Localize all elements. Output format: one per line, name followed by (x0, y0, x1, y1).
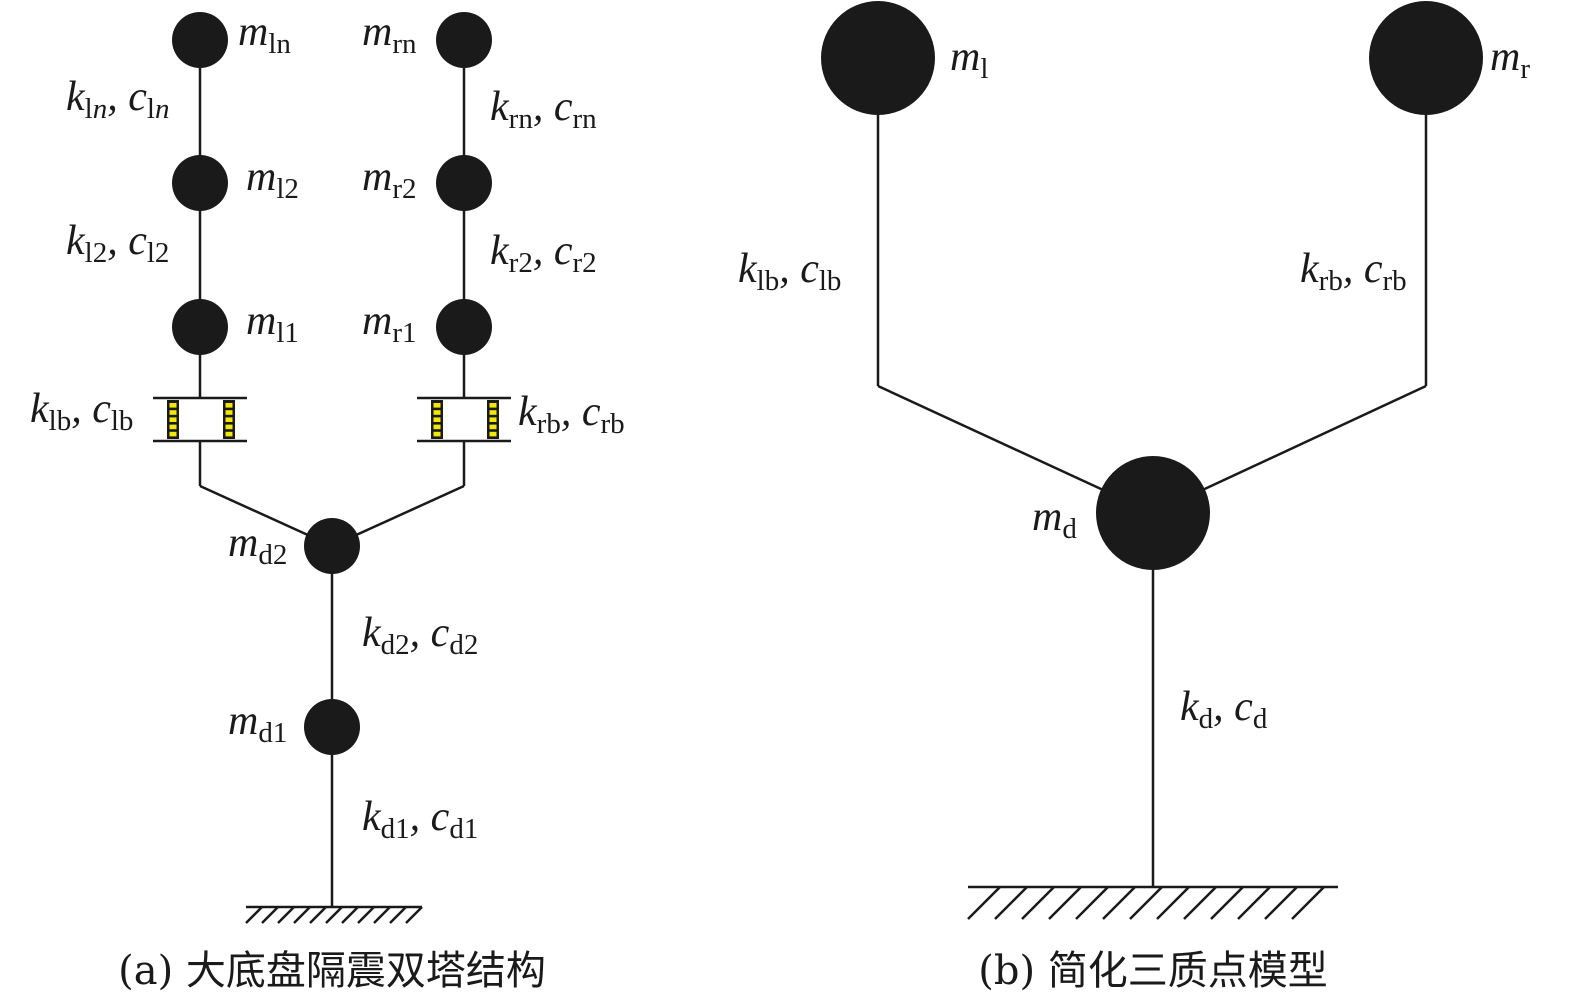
panel-b: ml mr md klb, clb krb, crb kd, cd (b) 简化… (738, 1, 1530, 994)
label-k-r2-c-r2: kr2, cr2 (490, 228, 597, 279)
label-k-ln-c-ln: kln, cln (66, 74, 169, 125)
label-m-r2: mr2 (362, 154, 417, 205)
label-k-rn-c-rn: krn, crn (490, 84, 597, 135)
mass-d2 (304, 518, 360, 574)
panel-a: mln ml2 ml1 mrn mr2 mr1 md2 md1 kln, cln… (30, 9, 625, 994)
label-k-lb-c-lb-b: klb, clb (738, 246, 841, 297)
mass-l (821, 1, 935, 115)
caption-a: (a) 大底盘隔震双塔结构 (118, 948, 546, 994)
mass-ln (172, 12, 228, 68)
label-k-d2-c-d2: kd2, cd2 (362, 610, 478, 661)
right-isolation-bearing (417, 396, 511, 443)
label-m-rn: mrn (362, 9, 417, 60)
mass-r2 (436, 155, 492, 211)
left-isolation-bearing (153, 396, 247, 443)
label-k-l2-c-l2: kl2, cl2 (66, 218, 169, 269)
ground-support-a (245, 905, 423, 924)
mass-rn (436, 12, 492, 68)
mass-r1 (436, 299, 492, 355)
label-m-l: ml (950, 34, 988, 85)
label-m-ln: mln (238, 9, 291, 60)
caption-b: (b) 简化三质点模型 (978, 948, 1328, 994)
mass-l1 (172, 299, 228, 355)
label-k-d1-c-d1: kd1, cd1 (362, 794, 478, 845)
mass-r (1369, 1, 1483, 115)
label-m-l1: ml1 (246, 298, 299, 349)
mass-l2 (172, 155, 228, 211)
label-m-d: md (1032, 494, 1077, 545)
label-m-r1: mr1 (362, 298, 417, 349)
label-m-l2: ml2 (246, 154, 299, 205)
label-k-d-c-d: kd, cd (1180, 684, 1268, 735)
label-k-rb-c-rb-a: krb, crb (518, 389, 625, 440)
ground-support-b (967, 885, 1338, 920)
label-m-r: mr (1490, 34, 1530, 85)
mass-d (1096, 456, 1210, 570)
label-k-rb-c-rb-b: krb, crb (1300, 246, 1407, 297)
label-m-d1: md1 (228, 698, 287, 749)
label-m-d2: md2 (228, 520, 287, 571)
label-k-lb-c-lb-a: klb, clb (30, 386, 133, 437)
mass-d1 (304, 699, 360, 755)
